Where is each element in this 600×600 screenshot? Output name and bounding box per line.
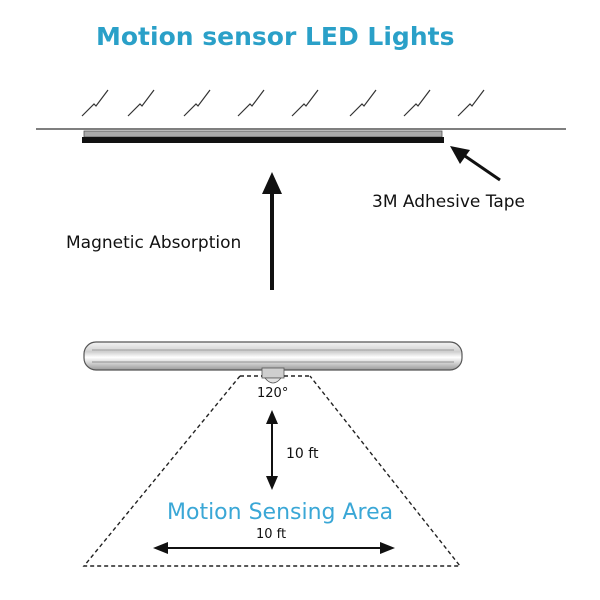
detection-angle-label: 120° [257,386,289,401]
horizontal-distance-label: 10 ft [256,527,287,542]
led-light-tube [83,341,463,371]
sensing-area-label: Motion Sensing Area [167,500,394,525]
detection-cone [82,375,462,567]
adhesive-tape-strip [82,137,444,143]
diagram-title: Motion sensor LED Lights [96,22,455,51]
motion-sensor [261,367,285,384]
mounted-light-strip [83,130,443,138]
magnetic-absorption-label: Magnetic Absorption [66,233,242,253]
adhesive-tape-label: 3M Adhesive Tape [372,192,525,212]
vertical-distance-arrow [266,410,278,490]
magnetic-absorption-arrow [262,172,282,290]
ceiling-hatching [81,89,485,117]
horizontal-distance-arrow [153,542,395,554]
tape-pointer-arrow [450,146,501,182]
vertical-distance-label: 10 ft [286,446,319,462]
